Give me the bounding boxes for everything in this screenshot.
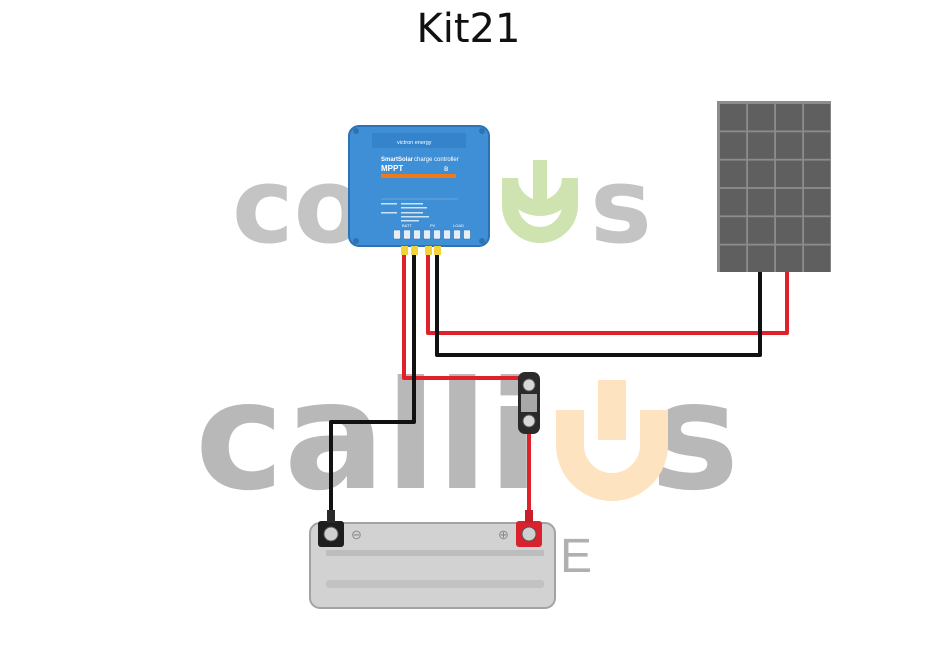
terminal-screw	[463, 229, 471, 240]
battery-positive-wire-to-fuse	[402, 250, 526, 380]
controller-terminals	[393, 229, 471, 240]
battery-negative-wire	[329, 250, 416, 515]
battery-positive-symbol: ⊕	[498, 527, 509, 542]
controller-orange-stripe	[381, 174, 456, 178]
solar-cell	[776, 132, 803, 159]
terminal-screw	[453, 229, 461, 240]
watermark-power-stroke	[533, 160, 547, 202]
solar-cell	[804, 132, 831, 159]
battery-positive-lug	[525, 510, 533, 523]
battery-handle	[326, 580, 544, 588]
solar-cell	[720, 188, 747, 216]
controller-status-lines	[381, 203, 429, 222]
watermark-power-icon-large	[556, 410, 668, 501]
solar-cell	[776, 217, 803, 244]
bluetooth-icon: ʙ	[444, 164, 448, 173]
fuse-stud-top	[522, 378, 536, 392]
controller-brand: victron energy	[397, 140, 432, 146]
controller-model: MPPT	[381, 164, 403, 173]
terminal-screw	[423, 229, 431, 240]
watermark-letter: E	[560, 530, 592, 583]
battery-negative-lug	[327, 510, 335, 523]
solar-cell	[748, 188, 775, 216]
terminal-screw	[443, 229, 451, 240]
terminal-screw	[433, 229, 441, 240]
pv-negative-wire	[435, 250, 762, 357]
battery-ridge	[326, 550, 544, 556]
solar-cell	[748, 217, 775, 244]
solar-cell	[776, 245, 803, 272]
solar-cell	[748, 104, 775, 131]
solar-cell	[720, 217, 747, 244]
terminal-labels: BATT PV LOAD	[402, 223, 464, 228]
solar-panel	[717, 101, 831, 272]
battery-positive-bolt	[521, 526, 537, 542]
terminal-label-pv: PV	[430, 223, 436, 228]
fuse-holder	[518, 372, 540, 434]
pv-positive-wire	[426, 250, 789, 335]
solar-cell	[720, 132, 747, 159]
terminal-screw	[403, 229, 411, 240]
mount-hole-br	[479, 238, 485, 244]
watermark-top-prefix: co	[232, 145, 365, 267]
mount-hole-bl	[353, 238, 359, 244]
solar-cell	[804, 245, 831, 272]
page-title: Kit21	[416, 6, 521, 52]
solar-cell	[748, 160, 775, 188]
battery-negative-symbol: ⊖	[351, 527, 362, 542]
solar-cell	[748, 132, 775, 159]
solar-cell	[776, 160, 803, 188]
solar-cell	[720, 160, 747, 188]
controller-line1-rest: charge controller	[414, 157, 459, 163]
solar-cell	[720, 245, 747, 272]
solar-cell	[804, 188, 831, 216]
controller-line1: SmartSolar	[381, 157, 414, 163]
solar-panel-cells	[720, 104, 831, 272]
solar-cell	[748, 245, 775, 272]
terminal-label-batt: BATT	[402, 223, 412, 228]
mppt-charge-controller: victron energy SmartSolar charge control…	[348, 125, 490, 255]
battery-negative-bolt	[323, 526, 339, 542]
watermark-power-stroke-large	[598, 380, 626, 440]
mount-hole-tl	[353, 128, 359, 134]
watermark-power-icon	[502, 177, 578, 243]
battery: ⊖ ⊕	[309, 510, 556, 609]
watermark-top: co s	[232, 145, 652, 267]
solar-cell	[720, 104, 747, 131]
fuse-link	[521, 394, 537, 412]
terminal-screw	[393, 229, 401, 240]
watermark-top-suffix: s	[590, 145, 652, 267]
solar-cell	[776, 188, 803, 216]
terminal-label-load: LOAD	[453, 223, 464, 228]
fuse-stud-bottom	[522, 414, 536, 428]
wires	[329, 250, 789, 515]
solar-cell	[804, 217, 831, 244]
terminal-screw	[413, 229, 421, 240]
wire-ferrules	[401, 246, 441, 255]
controller-top-band	[372, 133, 466, 148]
controller-body	[348, 125, 490, 247]
solar-cell	[804, 160, 831, 188]
solar-cell	[776, 104, 803, 131]
solar-cell	[804, 104, 831, 131]
mount-hole-tr	[479, 128, 485, 134]
